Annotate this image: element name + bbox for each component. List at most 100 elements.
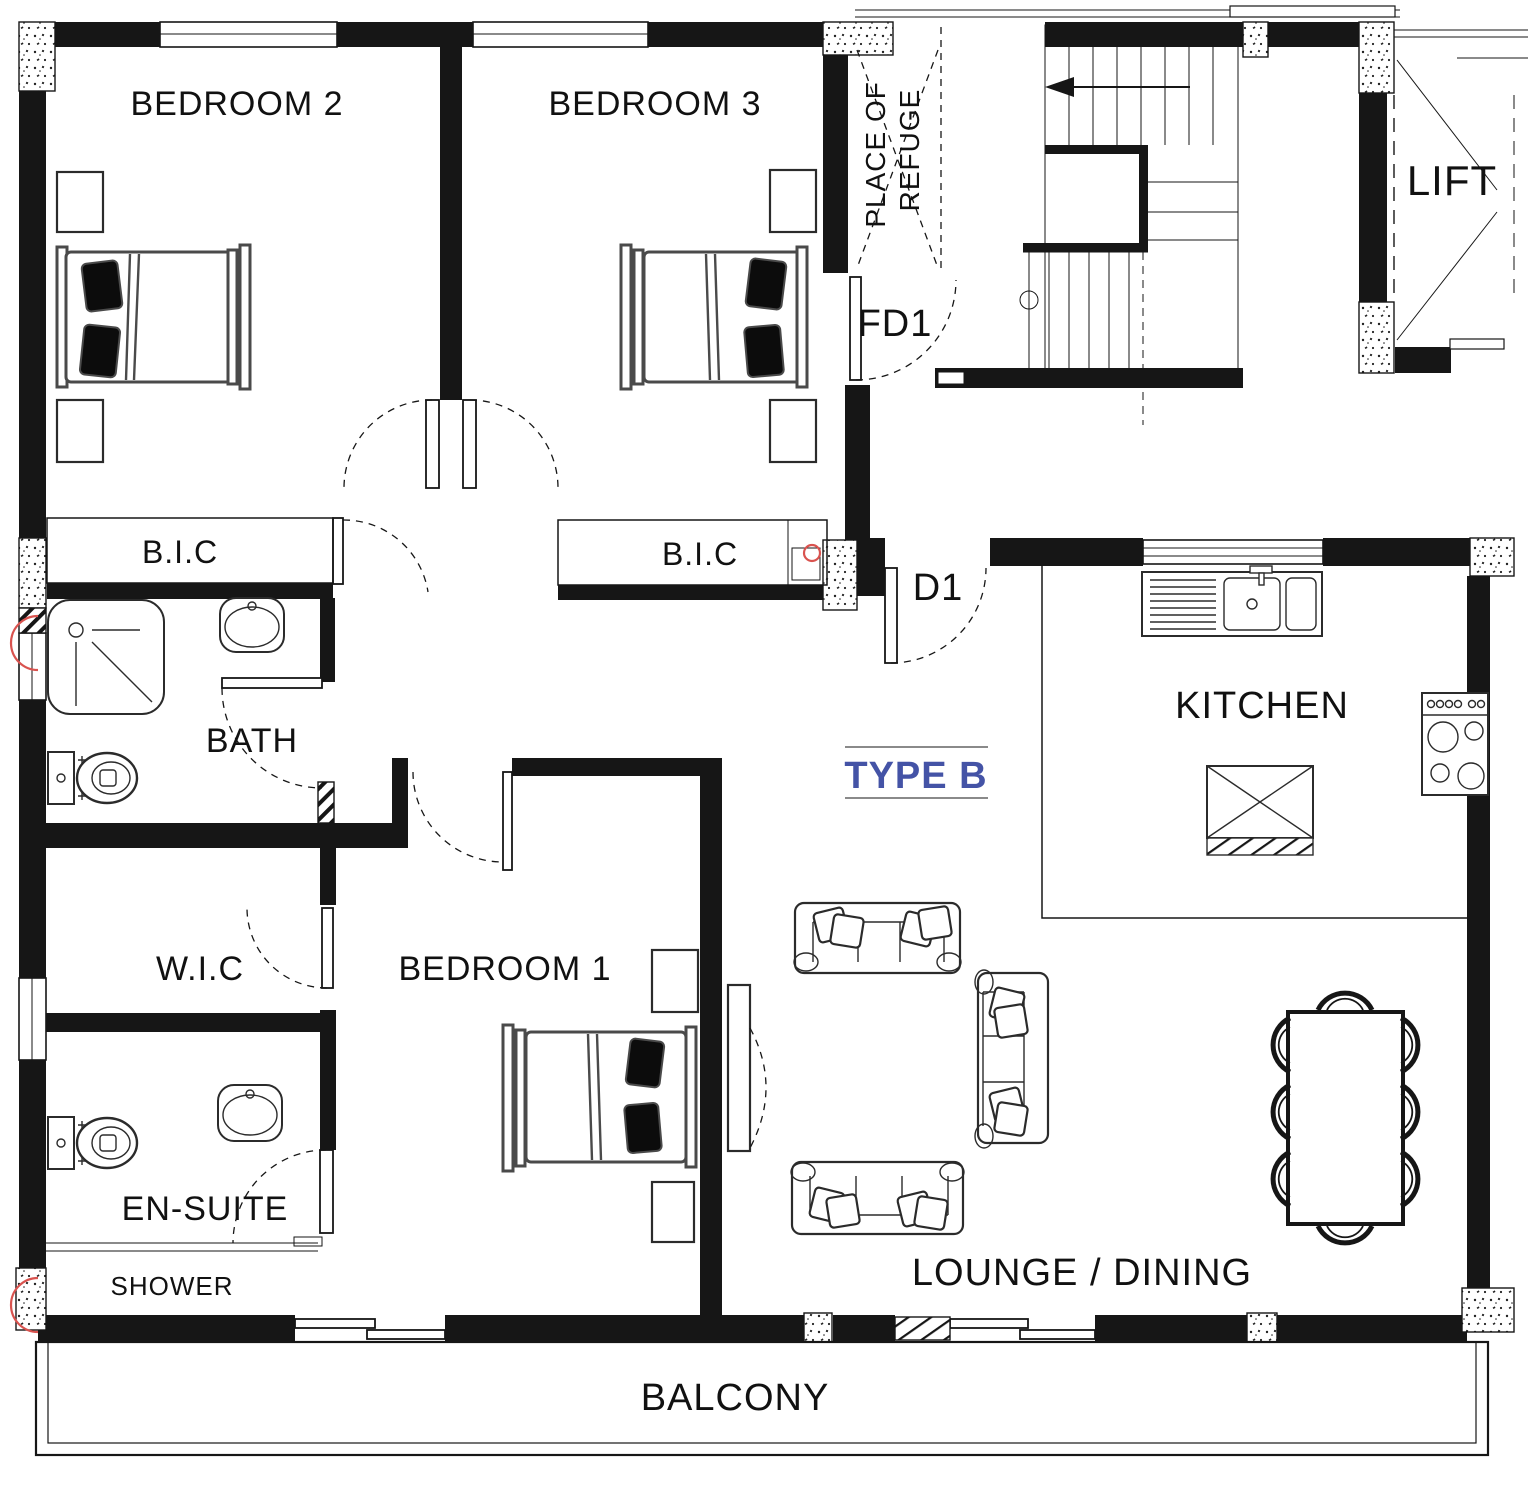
dining-table bbox=[1286, 1010, 1405, 1226]
label-lounge: LOUNGE / DINING bbox=[912, 1252, 1252, 1294]
column-bottom-left bbox=[15, 1267, 47, 1331]
place-of-refuge: PLACE OF REFUGE bbox=[856, 27, 942, 272]
wall-right bbox=[1467, 576, 1490, 1288]
window-kitchen bbox=[1142, 539, 1324, 565]
column-bottom-mid2 bbox=[1246, 1312, 1278, 1343]
wall-left-3 bbox=[19, 1060, 46, 1268]
nightstand bbox=[768, 398, 818, 464]
kitchen-sink-icon bbox=[1141, 565, 1323, 637]
bic-bedroom3-carcass bbox=[557, 519, 828, 586]
dining-set bbox=[1270, 990, 1421, 1246]
door-wic bbox=[246, 907, 334, 989]
wall-wic-bottom bbox=[46, 1013, 320, 1032]
bedroom3-furniture bbox=[619, 168, 818, 464]
window-wic bbox=[18, 977, 47, 1061]
label-balcony: BALCONY bbox=[641, 1377, 830, 1419]
toilet-bath-icon bbox=[47, 751, 139, 805]
shower-tray-icon bbox=[47, 599, 165, 715]
wall-corridor bbox=[46, 823, 408, 848]
bic-shelf bbox=[791, 547, 821, 581]
door-entry-d1 bbox=[884, 567, 987, 664]
wall-bedroom1-right bbox=[700, 758, 722, 1315]
wall-bottom-4 bbox=[1095, 1315, 1247, 1342]
bed-bedroom1 bbox=[501, 1023, 698, 1173]
label-bath: BATH bbox=[206, 722, 298, 760]
bath-fixtures bbox=[47, 597, 285, 805]
hatch-bottom-wall bbox=[894, 1316, 951, 1341]
lounge-furniture bbox=[790, 901, 1050, 1236]
windows bbox=[18, 21, 1324, 1340]
column-kitchen bbox=[1469, 537, 1515, 577]
window-bedroom3 bbox=[472, 21, 649, 48]
label-d1: D1 bbox=[913, 567, 964, 609]
nightstand bbox=[650, 948, 700, 1014]
wall-wic-right-1 bbox=[320, 848, 336, 905]
lift-diagonal-2 bbox=[1396, 211, 1498, 341]
label-bedroom3: BEDROOM 3 bbox=[548, 85, 761, 123]
door-bedroom3 bbox=[462, 399, 559, 489]
revision-arc-1 bbox=[9, 614, 39, 672]
label-lift: LIFT bbox=[1407, 157, 1497, 204]
revision-marks bbox=[9, 543, 822, 1334]
door-bath bbox=[221, 677, 323, 789]
stair-wall-notch bbox=[937, 371, 965, 385]
sofa-right bbox=[974, 969, 1050, 1149]
wall-lift-bottom bbox=[1395, 347, 1451, 373]
wall-kitchen-3 bbox=[1323, 538, 1470, 566]
label-ensuite: EN-SUITE bbox=[122, 1190, 289, 1228]
wall-bottom-5 bbox=[1277, 1315, 1467, 1342]
wall-bath-right bbox=[320, 598, 335, 682]
doors bbox=[221, 276, 987, 1244]
basin-ensuite-icon bbox=[217, 1084, 283, 1142]
toilet-ensuite-icon bbox=[47, 1116, 139, 1170]
tv-unit bbox=[726, 983, 767, 1153]
stair-direction-arrow bbox=[1045, 77, 1190, 97]
sliding-door-bedroom1 bbox=[294, 1318, 446, 1340]
label-kitchen: KITCHEN bbox=[1175, 685, 1349, 727]
label-fd1: FD1 bbox=[858, 303, 933, 345]
wall-top-1 bbox=[55, 22, 160, 47]
stair-handrail-post bbox=[1019, 290, 1039, 310]
wall-bottom-2 bbox=[445, 1315, 805, 1342]
bedroom2-furniture bbox=[55, 170, 252, 464]
wall-bottom-3 bbox=[833, 1315, 895, 1342]
labels: BEDROOM 2 BEDROOM 3 LIFT FD1 B.I.C B.I.C… bbox=[111, 85, 1497, 1419]
column-bottom-right bbox=[1461, 1287, 1515, 1333]
refuge-label: PLACE OF REFUGE bbox=[860, 72, 925, 227]
kitchen-counter-edge bbox=[1041, 566, 1467, 919]
hatch-bath-door bbox=[317, 781, 335, 824]
staircase bbox=[1019, 24, 1239, 425]
wall-d1-jamb bbox=[857, 566, 885, 596]
column-lift-bottom bbox=[1358, 301, 1395, 374]
door-ensuite bbox=[232, 1149, 334, 1244]
lift-shaft bbox=[1393, 59, 1515, 350]
bed-bedroom3 bbox=[619, 243, 809, 391]
wall-left-1 bbox=[19, 91, 46, 538]
column-left-bath bbox=[18, 537, 47, 609]
label-bedroom2: BEDROOM 2 bbox=[130, 85, 343, 123]
wall-bedroom3-right bbox=[823, 47, 848, 273]
stair-inner-wall bbox=[1023, 145, 1148, 252]
door-corridor bbox=[332, 517, 429, 593]
door-fire-fd1 bbox=[849, 276, 957, 381]
wall-top-3 bbox=[648, 22, 823, 47]
label-bic-right: B.I.C bbox=[662, 536, 738, 572]
bic-bedroom2-carcass bbox=[46, 517, 334, 584]
bedroom1-furniture bbox=[501, 948, 767, 1244]
label-bedroom1: BEDROOM 1 bbox=[398, 950, 611, 988]
sofa-top bbox=[793, 901, 962, 975]
type-b-title: TYPE B bbox=[844, 746, 988, 799]
wall-top-2 bbox=[337, 22, 473, 47]
door-bedroom2 bbox=[343, 399, 440, 489]
wall-lift-left bbox=[1359, 93, 1387, 302]
wall-bottom-1 bbox=[38, 1315, 295, 1342]
wall-jamb bbox=[392, 758, 408, 825]
column-top-left bbox=[18, 21, 56, 92]
bed-bedroom2 bbox=[55, 243, 252, 391]
stove-icon bbox=[1421, 692, 1489, 796]
wall-bedroom-divider bbox=[440, 47, 462, 400]
wall-bic-right bbox=[558, 585, 823, 600]
wall-wic-right-2 bbox=[320, 1010, 336, 1150]
wall-kitchen-2 bbox=[990, 538, 1143, 566]
